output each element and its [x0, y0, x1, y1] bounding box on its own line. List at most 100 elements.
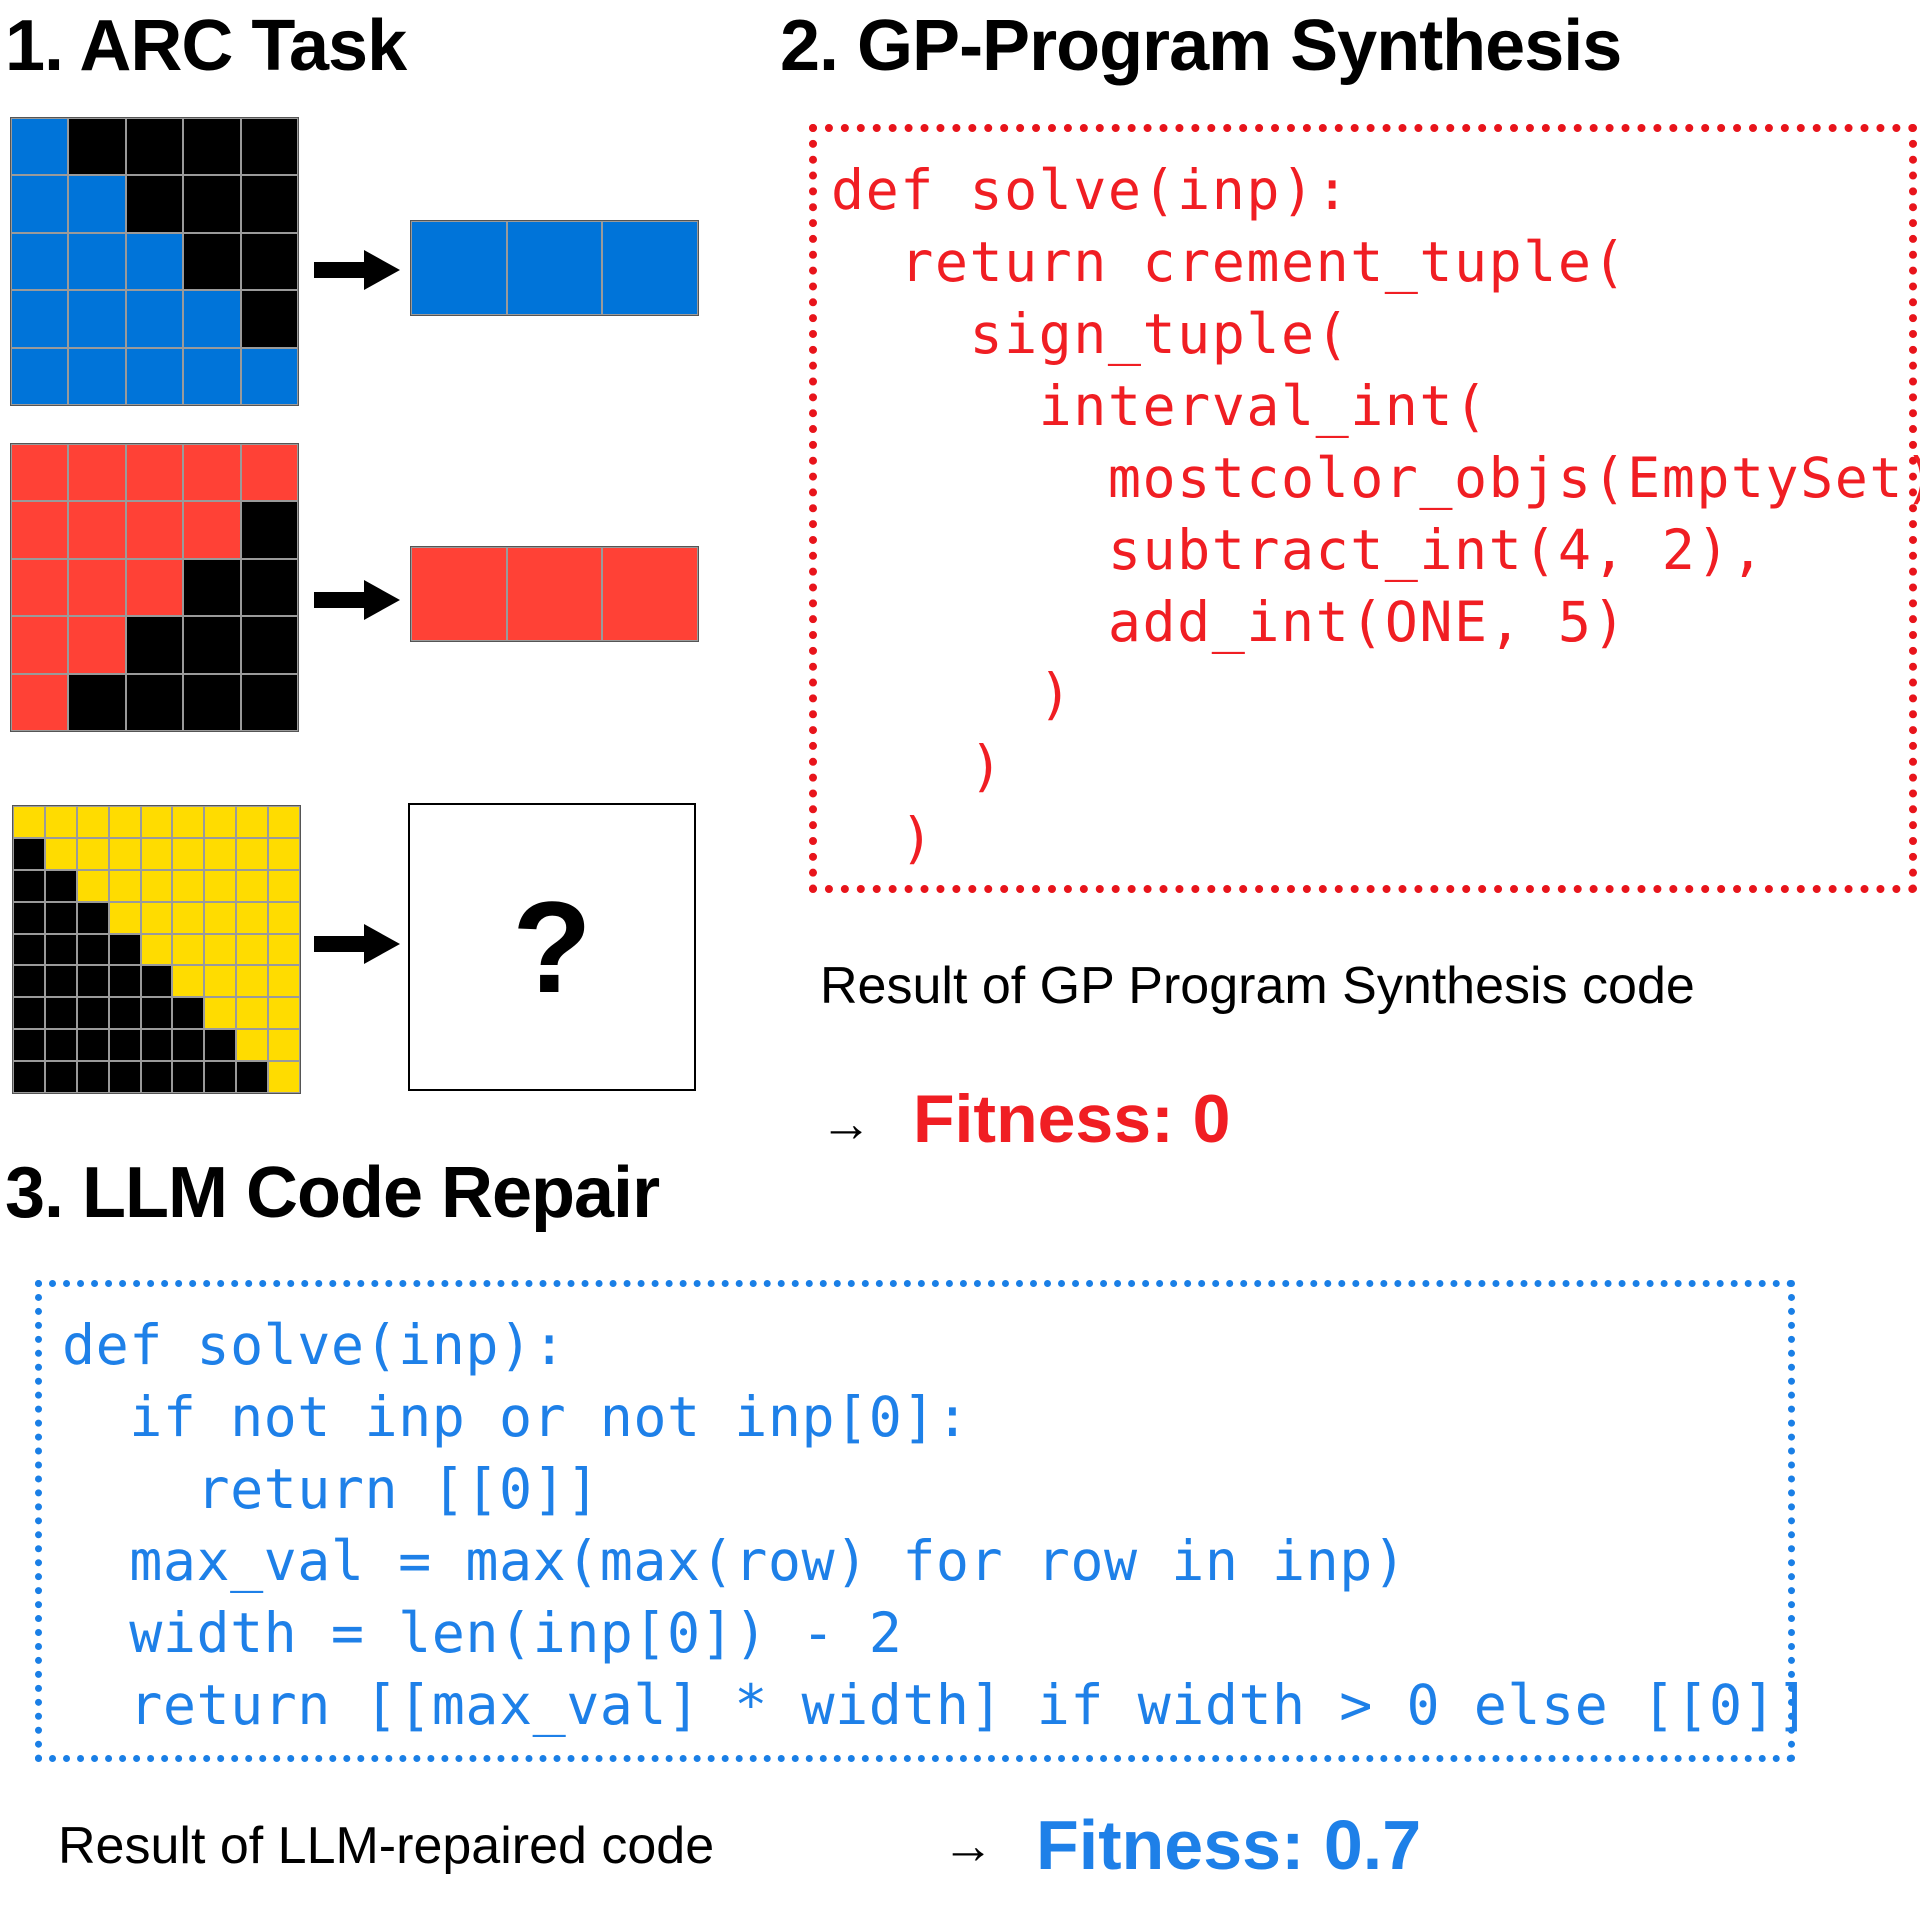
- grid-cell: [125, 558, 184, 617]
- grid-cell: [236, 1061, 269, 1093]
- grid-cell: [240, 501, 298, 559]
- grid-cell: [108, 965, 141, 998]
- grid-cell: [140, 1029, 173, 1062]
- gp-result-arrow-icon: →: [820, 1095, 872, 1153]
- llm-code: def solve(inp): if not inp or not inp[0]…: [62, 1313, 1810, 1737]
- grid-cell: [68, 232, 126, 291]
- grid-cell: [204, 1029, 237, 1062]
- grid-cell: [44, 837, 77, 870]
- grid-cell: [11, 118, 69, 176]
- grid-cell: [11, 232, 69, 291]
- grid-cell: [602, 547, 698, 641]
- grid-cell: [44, 901, 77, 934]
- grid-cell: [240, 118, 298, 176]
- grid-cell: [268, 1061, 300, 1093]
- grid-cell: [183, 290, 241, 348]
- grid-cell: [183, 347, 241, 405]
- grid-cell: [76, 869, 109, 902]
- grid-cell: [11, 290, 69, 348]
- grid-cell: [76, 806, 109, 838]
- grid-cell: [108, 997, 141, 1030]
- grid-cell: [76, 997, 109, 1030]
- arc-example-1-input-grid: [10, 117, 299, 406]
- grid-cell: [76, 1029, 109, 1062]
- grid-cell: [240, 558, 298, 617]
- grid-cell: [108, 901, 141, 934]
- grid-cell: [68, 558, 126, 617]
- grid-cell: [240, 290, 298, 348]
- grid-cell: [172, 901, 205, 934]
- grid-cell: [240, 347, 298, 405]
- grid-cell: [140, 901, 173, 934]
- grid-cell: [411, 221, 507, 315]
- grid-cell: [11, 347, 69, 405]
- grid-cell: [68, 673, 126, 731]
- llm-result-arrow-icon: →: [942, 1817, 994, 1875]
- grid-cell: [204, 997, 237, 1030]
- grid-cell: [204, 1061, 237, 1093]
- grid-cell: [140, 806, 173, 838]
- grid-cell: [240, 673, 298, 731]
- grid-cell: [108, 837, 141, 870]
- grid-cell: [204, 806, 237, 838]
- grid-cell: [506, 547, 603, 641]
- grid-cell: [172, 965, 205, 998]
- grid-cell: [13, 901, 45, 934]
- grid-cell: [506, 221, 603, 315]
- grid-cell: [183, 232, 241, 291]
- grid-cell: [125, 347, 184, 405]
- grid-cell: [125, 232, 184, 291]
- grid-cell: [11, 616, 69, 674]
- grid-cell: [172, 837, 205, 870]
- grid-cell: [268, 933, 300, 966]
- grid-cell: [268, 965, 300, 998]
- grid-cell: [125, 175, 184, 233]
- grid-cell: [11, 444, 69, 502]
- grid-cell: [44, 1029, 77, 1062]
- grid-cell: [76, 933, 109, 966]
- grid-cell: [240, 616, 298, 674]
- arc-example-1-output-grid: [410, 220, 699, 316]
- grid-cell: [183, 501, 241, 559]
- grid-cell: [268, 837, 300, 870]
- grid-cell: [13, 806, 45, 838]
- llm-fitness-score: Fitness: 0.7: [1036, 1806, 1422, 1884]
- grid-cell: [140, 1061, 173, 1093]
- gp-code-box: def solve(inp): return crement_tuple( si…: [809, 124, 1920, 893]
- grid-cell: [140, 837, 173, 870]
- grid-cell: [204, 837, 237, 870]
- grid-cell: [236, 806, 269, 838]
- grid-cell: [108, 806, 141, 838]
- grid-cell: [13, 965, 45, 998]
- grid-cell: [204, 965, 237, 998]
- right-arrow-icon: [314, 924, 400, 964]
- grid-cell: [44, 869, 77, 902]
- grid-cell: [13, 933, 45, 966]
- grid-cell: [183, 673, 241, 731]
- grid-cell: [68, 501, 126, 559]
- grid-cell: [268, 997, 300, 1030]
- grid-cell: [268, 806, 300, 838]
- grid-cell: [183, 616, 241, 674]
- grid-cell: [68, 175, 126, 233]
- grid-cell: [76, 901, 109, 934]
- grid-cell: [68, 290, 126, 348]
- grid-cell: [125, 444, 184, 502]
- grid-cell: [44, 1061, 77, 1093]
- grid-cell: [11, 175, 69, 233]
- grid-cell: [140, 933, 173, 966]
- grid-cell: [140, 997, 173, 1030]
- gp-synthesis-heading: 2. GP-Program Synthesis: [780, 6, 1622, 86]
- grid-cell: [68, 347, 126, 405]
- grid-cell: [183, 175, 241, 233]
- unknown-output-box: ?: [408, 803, 696, 1091]
- grid-cell: [172, 806, 205, 838]
- grid-cell: [140, 869, 173, 902]
- grid-cell: [240, 444, 298, 502]
- grid-cell: [125, 616, 184, 674]
- grid-cell: [108, 1061, 141, 1093]
- grid-cell: [125, 290, 184, 348]
- llm-result-label: Result of LLM-repaired code: [58, 1817, 715, 1875]
- grid-cell: [172, 869, 205, 902]
- grid-cell: [172, 1029, 205, 1062]
